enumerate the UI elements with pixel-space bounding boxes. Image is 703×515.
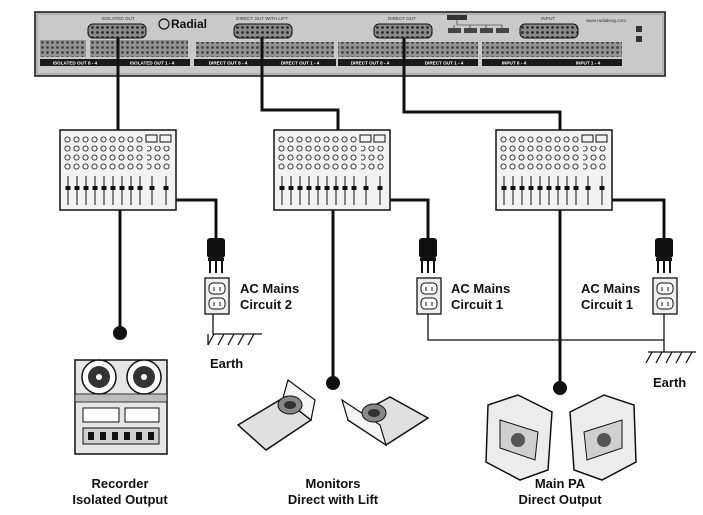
ac-plug-2 [418,237,438,274]
ac-mains-circuit-1a-label: AC Mains Circuit 1 [451,281,510,313]
strip-lift-1: DIRECT OUT 8 - 4 [209,61,248,66]
cable-lift-to-mixer2 [260,38,340,130]
xlr-row-4 [338,42,478,57]
switch-cluster [447,15,509,33]
earth-symbol-2 [645,351,696,364]
strip-in-2: INPUT 1 - 4 [576,61,601,66]
pa-speaker-right-icon [569,394,637,481]
xlr-row-1 [40,40,86,57]
strip-in-1: INPUT 8 - 4 [502,61,527,66]
monitors-caption: Monitors Direct with Lift [270,476,396,508]
ground-wiring [212,314,665,352]
mixer-2 [273,129,391,211]
recorder-title: Recorder [91,476,149,491]
main-pa-subtitle: Direct Output [518,492,602,507]
cables [116,38,666,385]
mixer-1 [59,129,177,211]
ac-plug-3 [654,237,674,274]
ac-mains-circuit-1b-line2: Circuit 1 [581,297,634,312]
ac-mains-circuit-2-line1: AC Mains [240,281,300,296]
xlr-row-3 [196,42,334,57]
strip-dir-1: DIRECT OUT 8 - 4 [351,61,390,66]
db25-connector-input [519,23,579,39]
power-cord-mixer2 [390,198,430,238]
db25-connector-direct [373,23,433,39]
reel-to-reel-recorder-icon [74,359,168,455]
ac-mains-circuit-2-label: AC Mains Circuit 2 [240,281,299,313]
strip-iso-1: ISOLATED OUT 8 - 4 [53,61,98,66]
monitors-title: Monitors [305,476,361,491]
strip-iso-2: ISOLATED OUT 1 - 4 [130,61,175,66]
stage-monitor-right-icon [340,396,430,447]
strip-lift-2: DIRECT OUT 1 - 4 [281,61,320,66]
strip-dir-2: DIRECT OUT 1 - 4 [425,61,464,66]
ac-plug-1 [207,238,225,273]
wall-outlet-1 [204,277,230,315]
ac-mains-circuit-2-line2: Circuit 2 [240,297,293,312]
wall-outlet-3 [652,277,678,315]
xlr-row-5 [482,42,622,57]
recorder-subtitle: Isolated Output [72,492,168,507]
pa-speaker-left-icon [485,394,553,481]
xlr-row-2 [90,40,188,57]
main-pa-caption: Main PA Direct Output [502,476,618,508]
brand-name: Radial [171,17,207,31]
cable-end-monitors [326,376,340,390]
cable-end-pa [553,381,567,395]
section-input: INPUT [541,16,555,21]
cable-end-recorder [113,326,127,340]
ground-lift-switch [636,26,642,42]
ac-mains-circuit-1a-line2: Circuit 1 [451,297,504,312]
db25-connector-isolated [87,23,147,39]
main-pa-title: Main PA [534,476,586,491]
monitors-subtitle: Direct with Lift [287,492,379,507]
ac-mains-circuit-1b-label: AC Mains Circuit 1 [581,281,640,313]
wall-outlet-2 [416,277,442,315]
ac-mains-circuit-1a-line1: AC Mains [451,281,511,296]
db25-connector-direct-lift [233,23,293,39]
power-cord-mixer3 [612,198,666,238]
cable-direct-to-mixer3 [402,38,562,130]
mixer-3 [495,129,613,211]
section-direct-out-lift: DIRECT OUT WITH LIFT [236,16,288,21]
radial-logo: Radial [158,17,207,31]
earth-label-2: Earth [653,375,687,390]
section-isolated-out: ISOLATED OUT [101,16,135,21]
ac-mains-circuit-1b-line1: AC Mains [581,281,641,296]
recorder-caption: Recorder Isolated Output [62,476,178,508]
power-cord-mixer1 [176,198,218,238]
stage-monitor-left-icon [236,378,316,451]
earth-label-1: Earth [210,356,244,371]
section-direct-out: DIRECT OUT [388,16,416,21]
website-text: www.radialeng.com [586,18,626,23]
earth-symbol-1 [207,333,255,346]
rack-splitter-unit: ISOLATED OUT DIRECT OUT WITH LIFT DIRECT… [34,11,666,77]
